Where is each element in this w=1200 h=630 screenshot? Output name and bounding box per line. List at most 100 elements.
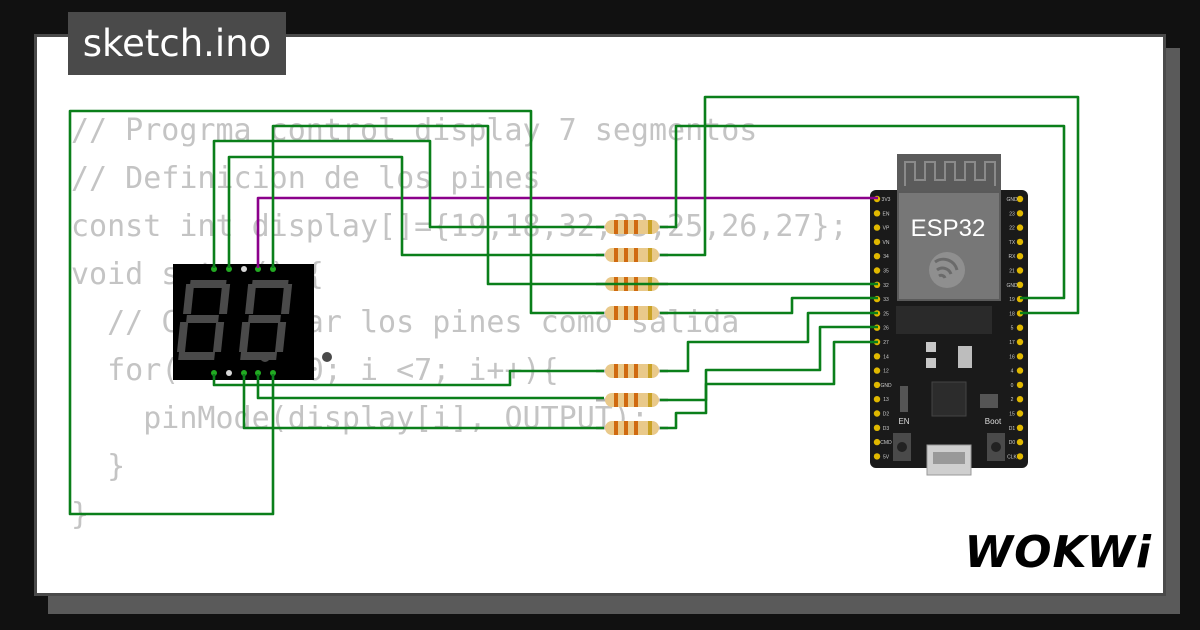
boot-label: Boot <box>985 417 1002 426</box>
right-pin-d0[interactable] <box>1016 438 1024 446</box>
left-pin-d3[interactable] <box>873 424 881 431</box>
pin-label: CLK <box>1007 454 1017 460</box>
pin-label: 33 <box>883 297 889 303</box>
left-pin-14[interactable] <box>873 353 881 360</box>
espressif-logo-icon <box>929 252 965 288</box>
wires <box>68 95 1080 516</box>
segment <box>251 280 289 288</box>
right-pin-gnd[interactable] <box>1016 281 1024 288</box>
wire[interactable] <box>660 124 1066 300</box>
resistor-band <box>624 248 628 262</box>
left-pin-vn[interactable] <box>873 238 881 246</box>
right-pin-tx[interactable] <box>1016 238 1024 246</box>
pin-label: 0 <box>1011 383 1014 389</box>
resistor-band <box>634 393 638 407</box>
right-pin-clk[interactable] <box>1016 453 1024 460</box>
resistor[interactable] <box>605 248 659 262</box>
resistor-array <box>596 220 668 435</box>
resistor-band <box>648 248 652 262</box>
right-pin-22[interactable] <box>1016 224 1024 231</box>
file-tab-title[interactable]: sketch.ino <box>68 12 286 75</box>
right-pin-17[interactable] <box>1016 338 1024 346</box>
antenna-trace <box>904 161 996 186</box>
pin-label: 22 <box>1009 226 1015 232</box>
left-pin-en[interactable] <box>873 210 881 217</box>
pin-label: 5V <box>883 454 890 460</box>
right-pin-5[interactable] <box>1016 324 1024 331</box>
segment <box>213 322 225 352</box>
seven-segment-display[interactable] <box>173 264 332 380</box>
right-pin-gnd[interactable] <box>1016 195 1024 203</box>
right-pin-rx[interactable] <box>1016 253 1024 260</box>
pin-label: 2 <box>1011 397 1014 403</box>
resistor[interactable] <box>605 220 659 234</box>
segment-digits <box>177 280 332 362</box>
left-pin-5v[interactable] <box>873 453 881 460</box>
resistor[interactable] <box>605 393 659 407</box>
segment <box>182 284 195 314</box>
left-pin-34[interactable] <box>873 253 881 260</box>
left-pin-vp[interactable] <box>873 224 881 231</box>
right-pin-2[interactable] <box>1016 396 1024 403</box>
resistor-band <box>634 220 638 234</box>
wire[interactable] <box>227 155 604 268</box>
segment <box>218 284 231 314</box>
wire-purple[interactable] <box>256 196 878 268</box>
left-pin-d2[interactable] <box>873 410 881 417</box>
pin-label: 26 <box>883 326 889 332</box>
wire[interactable] <box>660 325 878 402</box>
right-pin-15[interactable] <box>1016 410 1024 417</box>
left-pin-35[interactable] <box>873 267 881 274</box>
resistor-band <box>614 220 618 234</box>
pin-label: EN <box>883 211 890 217</box>
wire[interactable] <box>212 369 604 387</box>
resistor-band <box>648 220 652 234</box>
esp32-board[interactable]: ESP32 EN Boot 3V3ENVPVN34353233252627141… <box>870 154 1028 476</box>
pin-label: 15 <box>1009 412 1015 418</box>
right-pin-16[interactable] <box>1016 353 1024 360</box>
left-pin-header: 3V3ENVPVN343532332526271412GND13D2D3CMD5… <box>873 195 892 460</box>
chip-label: ESP32 <box>911 215 986 242</box>
left-pin-12[interactable] <box>873 367 881 374</box>
wire[interactable] <box>68 109 604 516</box>
resistor[interactable] <box>605 306 659 320</box>
wire[interactable] <box>271 124 878 286</box>
wire[interactable] <box>242 374 604 430</box>
left-pin-13[interactable] <box>873 396 881 403</box>
module-pads <box>896 306 992 334</box>
wire[interactable] <box>256 374 604 400</box>
smd-part <box>926 342 936 352</box>
code-line: } <box>71 449 126 484</box>
pin-label: 4 <box>1011 369 1014 375</box>
segment <box>244 284 257 314</box>
left-pin-cmd[interactable] <box>873 438 881 446</box>
wire[interactable] <box>660 296 878 315</box>
usb-chip <box>931 381 967 417</box>
resistor-band <box>634 421 638 435</box>
wire[interactable] <box>660 311 878 373</box>
left-pin-gnd[interactable] <box>873 381 881 389</box>
pin-label: GND <box>880 383 892 389</box>
display-pins <box>211 266 276 376</box>
resistor[interactable] <box>605 421 659 435</box>
resistor-band <box>648 306 652 320</box>
pin-label: GND <box>1006 197 1018 203</box>
right-pin-4[interactable] <box>1016 367 1024 374</box>
pin-label: 23 <box>1009 211 1015 217</box>
resistor-band <box>634 306 638 320</box>
resistor-band <box>648 393 652 407</box>
wire[interactable] <box>660 340 878 430</box>
segment <box>178 352 216 360</box>
pin-label: 32 <box>883 283 889 289</box>
wokwi-logo[interactable]: WOKWi <box>964 527 1152 578</box>
segment <box>280 284 293 314</box>
resistor-band <box>624 306 628 320</box>
right-pin-0[interactable] <box>1016 381 1024 389</box>
segment <box>239 322 251 352</box>
wire[interactable] <box>660 95 1080 315</box>
right-pin-d1[interactable] <box>1016 424 1024 431</box>
resistor[interactable] <box>605 364 659 378</box>
right-pin-23[interactable] <box>1016 210 1024 217</box>
right-pin-21[interactable] <box>1016 267 1024 274</box>
